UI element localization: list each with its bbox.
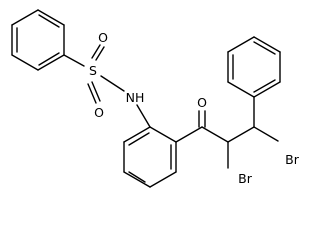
bond-cbr-to-bromine-upper bbox=[253, 126, 279, 142]
terminal-phenyl-ring bbox=[227, 36, 281, 98]
bond bbox=[149, 126, 177, 143]
bond bbox=[227, 36, 255, 53]
bond-sulfur-oxygen-upper-b bbox=[91, 44, 101, 59]
molecule-drawing: S O O NH O Br Br bbox=[11, 9, 300, 188]
bond-sulfur-oxygen-upper-a bbox=[95, 46, 105, 61]
benzenesulfonyl-ring bbox=[11, 9, 65, 71]
aromatic-inner-bond bbox=[38, 52, 60, 66]
bond bbox=[149, 171, 177, 188]
atom-label-oxygen-ketone: O bbox=[197, 95, 207, 110]
bond bbox=[37, 9, 65, 26]
atom-label-bromine-upper: Br bbox=[285, 152, 300, 167]
bond bbox=[37, 54, 65, 71]
atom-label-nh: NH bbox=[126, 90, 145, 105]
bond-ring-to-sulfur bbox=[63, 54, 85, 67]
bond bbox=[227, 81, 255, 98]
atom-label-sulfur: S bbox=[89, 63, 97, 78]
bond-cbr-to-cbr bbox=[227, 126, 255, 143]
bond bbox=[123, 126, 151, 143]
atom-label-bromine-lower: Br bbox=[238, 171, 253, 186]
bond bbox=[11, 54, 39, 71]
aromatic-inner-bond bbox=[128, 171, 146, 183]
atom-label-oxygen-upper: O bbox=[98, 30, 108, 45]
bond-sulfur-to-nitrogen bbox=[100, 75, 125, 92]
aromatic-inner-bond bbox=[253, 41, 276, 55]
aromatic-inner-bond bbox=[128, 132, 150, 146]
aromatic-inner-bond bbox=[253, 79, 276, 93]
dibromo-ketone-chain bbox=[175, 96, 279, 169]
bond-carbonyl-to-cbr bbox=[201, 126, 229, 143]
bond bbox=[253, 36, 281, 53]
sulfonyl-group bbox=[63, 44, 125, 104]
bond-ring-to-carbonyl bbox=[175, 126, 203, 143]
bond-nitrogen-to-ring bbox=[136, 104, 151, 128]
bond bbox=[11, 9, 39, 26]
bond bbox=[123, 171, 151, 188]
aniline-ring bbox=[123, 104, 177, 188]
aromatic-inner-bond bbox=[38, 14, 60, 28]
atom-label-oxygen-lower: O bbox=[94, 105, 104, 120]
structure-canvas: S O O NH O Br Br bbox=[11, 9, 300, 188]
bond-sulfur-oxygen-lower-a bbox=[91, 81, 101, 102]
atom-labels: S O O NH O Br Br bbox=[89, 30, 300, 186]
bond-sulfur-oxygen-lower-b bbox=[87, 83, 97, 104]
bond bbox=[253, 81, 281, 98]
